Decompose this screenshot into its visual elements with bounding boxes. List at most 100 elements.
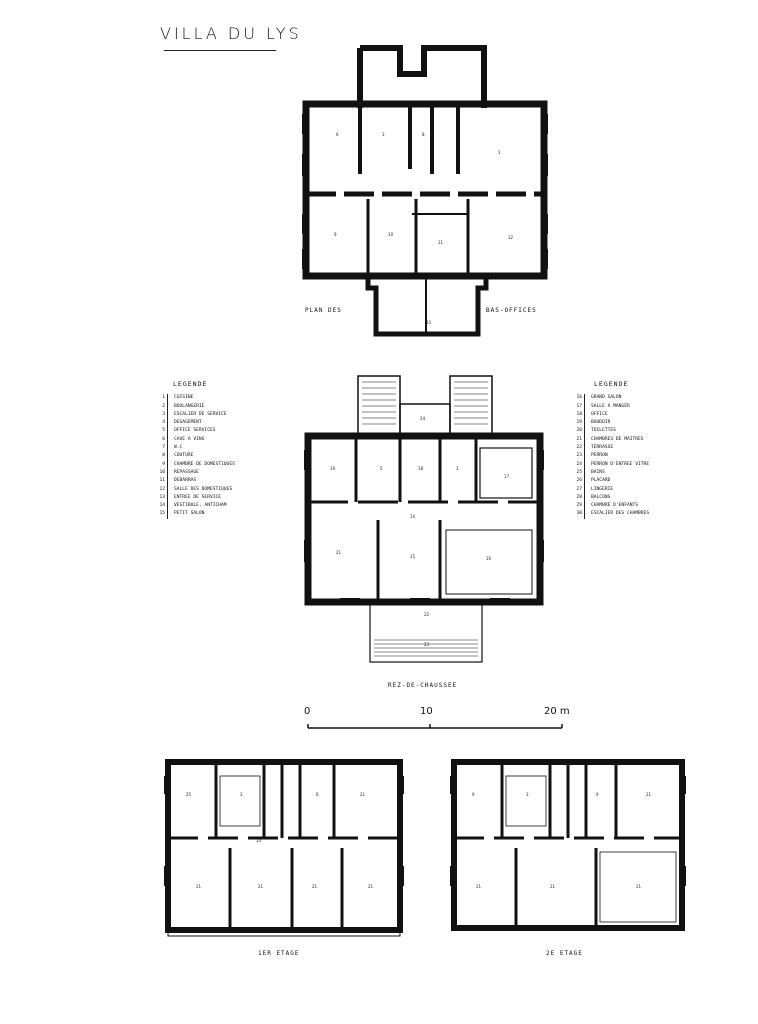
legend-right-item-text: CHAMBRE D'ENFANTS bbox=[591, 503, 639, 509]
legend-right-item: 28 BALCONS bbox=[572, 493, 649, 503]
legend-right-item-number: 28 bbox=[572, 493, 585, 503]
legend-right-item-text: ESCALIER DES CHAMBRES bbox=[591, 511, 650, 517]
svg-text:13: 13 bbox=[426, 320, 432, 325]
legend-left-item-number: 13 bbox=[155, 493, 168, 503]
svg-text:16: 16 bbox=[486, 556, 492, 561]
legend-right-item-number: 21 bbox=[572, 435, 585, 445]
legend-left-title: LEGENDE bbox=[173, 380, 208, 388]
second-floor-plan: 9 3 9 21 21 21 21 bbox=[450, 759, 686, 931]
legend-right-item-number: 25 bbox=[572, 468, 585, 478]
legend-right-item: 27 LINGERIE bbox=[572, 485, 649, 494]
legend-left-item-text: ENTREE DE SERVICE bbox=[174, 494, 222, 500]
legend-right-item-text: CHAMBRES DE MAITRES bbox=[591, 436, 644, 442]
scale-0: 0 bbox=[304, 706, 311, 717]
svg-text:9: 9 bbox=[472, 792, 475, 797]
svg-text:10: 10 bbox=[388, 232, 394, 237]
svg-text:21: 21 bbox=[646, 792, 652, 797]
legend-left-item-number: 14 bbox=[155, 502, 168, 511]
legend-left-item-text: SALLE DES DOMESTIQUES bbox=[174, 486, 233, 492]
legend-left-item-text: VESTIBULE, ANTICHAM bbox=[174, 503, 227, 509]
scale-bar: 0 10 20 m bbox=[300, 706, 580, 736]
legend-right-item-number: 18 bbox=[572, 410, 585, 420]
svg-text:21: 21 bbox=[312, 884, 318, 889]
legend-left-item-text: CAVE A VINS bbox=[174, 436, 205, 442]
svg-text:6: 6 bbox=[316, 792, 319, 797]
legend-left-item-number: 15 bbox=[155, 510, 168, 519]
legend-right-item-number: 16 bbox=[572, 394, 585, 403]
svg-text:21: 21 bbox=[368, 884, 374, 889]
legend-left-item: 13 ENTREE DE SERVICE bbox=[155, 493, 235, 503]
legend-left-item-number: 10 bbox=[155, 468, 168, 478]
svg-text:14: 14 bbox=[410, 514, 416, 519]
legend-right-item-text: BALCONS bbox=[591, 494, 611, 500]
legend-left-item-text: BOULANGERIE bbox=[174, 403, 205, 409]
legend-left-item-text: W.C bbox=[174, 445, 183, 451]
legend-right-item-number: 19 bbox=[572, 419, 585, 428]
svg-text:3: 3 bbox=[526, 792, 529, 797]
scale-20: 20 m bbox=[544, 706, 570, 717]
legend-right-item-text: PLACARD bbox=[591, 478, 611, 484]
legend-left-item-text: DEBARRAS bbox=[174, 478, 197, 484]
legend-right-item-text: PERRON bbox=[591, 453, 608, 459]
svg-text:12: 12 bbox=[508, 235, 514, 240]
legend-right-item-number: 22 bbox=[572, 444, 585, 453]
legend-right-item-number: 27 bbox=[572, 485, 585, 494]
legend-right-item: 21 CHAMBRES DE MAITRES bbox=[572, 435, 649, 445]
svg-text:22: 22 bbox=[424, 612, 430, 617]
legend-left-item-text: CUISINE bbox=[174, 395, 194, 401]
legend-right-item-text: OFFICE bbox=[591, 411, 608, 417]
basement-plan-label-right: BAS-OFFICES bbox=[486, 307, 537, 314]
legend-left-item-number: 2 bbox=[155, 402, 168, 411]
svg-text:24: 24 bbox=[420, 416, 426, 421]
legend-left-item-text: CHAMBRE DE DOMESTIQUES bbox=[174, 461, 235, 467]
svg-text:17: 17 bbox=[504, 474, 510, 479]
legend-left-item-text: COUTURE bbox=[174, 453, 194, 459]
legend-left-item: 6 CAVE A VINS bbox=[155, 435, 235, 445]
legend-right-item-number: 30 bbox=[572, 510, 585, 519]
legend-right-item-number: 23 bbox=[572, 452, 585, 461]
svg-text:21: 21 bbox=[550, 884, 556, 889]
svg-text:21: 21 bbox=[476, 884, 482, 889]
svg-text:9: 9 bbox=[596, 792, 599, 797]
legend-left-item-number: 6 bbox=[155, 435, 168, 445]
svg-text:21: 21 bbox=[360, 792, 366, 797]
legend-right-item-number: 17 bbox=[572, 402, 585, 411]
legend-right-item-text: TERRASSE bbox=[591, 445, 614, 451]
legend-left-item-number: 11 bbox=[155, 477, 168, 486]
legend-right-item-number: 20 bbox=[572, 427, 585, 436]
legend-left-item-text: ESCALIER DE SERVICE bbox=[174, 411, 227, 417]
svg-text:1: 1 bbox=[498, 150, 501, 155]
legend-left-item: 3 ESCALIER DE SERVICE bbox=[155, 410, 235, 420]
svg-text:8: 8 bbox=[422, 132, 425, 137]
svg-text:19: 19 bbox=[330, 466, 336, 471]
legend-left-item: 2 BOULANGERIE bbox=[155, 402, 235, 411]
scale-line bbox=[307, 724, 563, 729]
legend-right-item: 30 ESCALIER DES CHAMBRES bbox=[572, 510, 650, 519]
scale-10: 10 bbox=[420, 706, 433, 717]
legend-right-item-number: 29 bbox=[572, 502, 585, 511]
legend-left-item-number: 8 bbox=[155, 452, 168, 461]
legend-right-item-text: PERRON D'ENTREE VITRE bbox=[591, 461, 650, 467]
svg-text:21: 21 bbox=[636, 884, 642, 889]
basement-plan-label-left: PLAN DES bbox=[305, 307, 342, 314]
svg-text:3: 3 bbox=[240, 792, 243, 797]
legend-right-item-text: BAINS bbox=[591, 469, 605, 475]
svg-text:18: 18 bbox=[418, 466, 424, 471]
svg-text:9: 9 bbox=[334, 232, 337, 237]
page-title: VILLA DU LYS bbox=[160, 24, 302, 43]
legend-left-item-number: 3 bbox=[155, 410, 168, 420]
legend-left-item: 11 DEBARRAS bbox=[155, 477, 235, 486]
legend-right-item-text: LINGERIE bbox=[591, 486, 614, 492]
